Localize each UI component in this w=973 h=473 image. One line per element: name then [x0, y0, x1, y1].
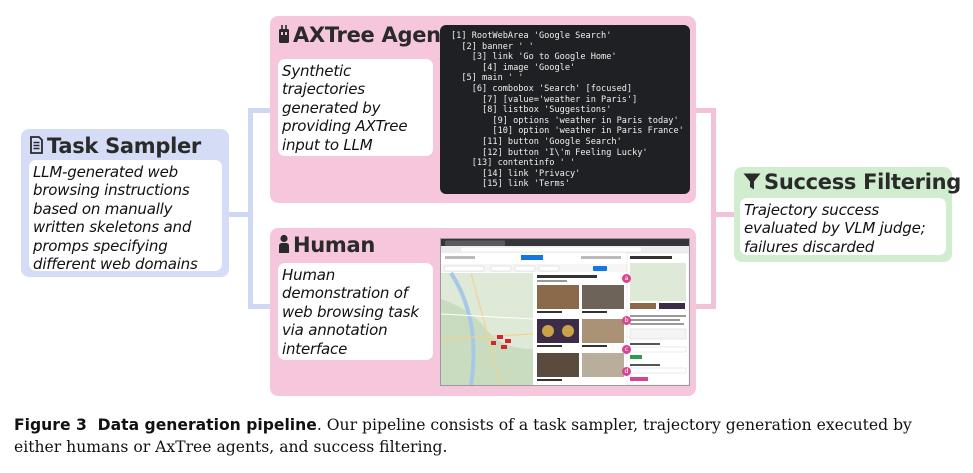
code-line: [5] main ' ': [451, 73, 524, 84]
connector-from-human: [696, 304, 714, 309]
marker-c: c: [622, 345, 631, 354]
success-filtering-panel: Success Filtering Trajectory success eva…: [734, 167, 961, 262]
filter-icon: [743, 171, 761, 195]
code-line: [8] listbox 'Suggestions': [451, 105, 612, 116]
marker-a: a: [622, 274, 631, 283]
code-line: [4] image 'Google': [451, 62, 576, 73]
success-filtering-description: Trajectory success evaluated by VLM judg…: [740, 198, 946, 256]
robot-icon: [278, 24, 290, 49]
code-line: [9] options 'weather in Paris today': [451, 115, 679, 126]
code-line: [3] link 'Go to Google Home': [451, 52, 617, 63]
screenshot-graphic: [441, 239, 689, 385]
connector-from-axtree: [696, 108, 714, 113]
code-line: [11] button 'Google Search': [451, 136, 622, 147]
connector-sampler-out: [229, 212, 251, 217]
caption-text: . Our pipeline consists of a task sample…: [14, 416, 912, 456]
connector-to-filter: [711, 212, 734, 217]
code-line: [12] button 'I\'m Feeling Lucky': [451, 147, 648, 158]
code-line: [14] link 'Privacy': [451, 168, 581, 179]
marker-d: d: [622, 367, 631, 376]
code-line: [10] option 'weather in Paris France': [451, 126, 684, 137]
code-line: [15] link 'Terms': [451, 179, 570, 190]
person-icon: [278, 234, 290, 258]
connector-split-vertical: [248, 108, 253, 309]
task-sampler-panel: Task Sampler LLM-generated web browsing …: [21, 129, 229, 277]
code-line: [6] combobox 'Search' [focused]: [451, 83, 633, 94]
human-description: Human demonstration of web browsing task…: [278, 263, 433, 360]
code-line: [1] RootWebArea 'Google Search': [451, 31, 612, 41]
success-filtering-title: Success Filtering: [764, 170, 961, 194]
document-icon: [29, 135, 44, 159]
annotation-interface-screenshot: a b c d: [440, 238, 690, 386]
code-line: [2] banner ' ': [451, 41, 534, 52]
axtree-code-block: [1] RootWebArea 'Google Search' [2] bann…: [440, 25, 690, 194]
connector-merge-vertical: [711, 108, 716, 309]
connector-to-axtree: [248, 108, 270, 113]
task-sampler-description: LLM-generated web browsing instructions …: [29, 160, 222, 273]
figure-title: Data generation pipeline: [97, 416, 317, 434]
human-title: Human: [293, 233, 376, 257]
success-filtering-heading: Success Filtering: [743, 170, 961, 195]
figure-caption: Figure 3 Data generation pipeline. Our p…: [14, 414, 964, 458]
axtree-agent-heading: AXTree Agent: [278, 23, 451, 49]
task-sampler-title: Task Sampler: [47, 134, 201, 158]
marker-b: b: [622, 316, 631, 325]
connector-to-human: [248, 304, 270, 309]
human-heading: Human: [278, 233, 375, 258]
figure-label: Figure 3: [14, 416, 87, 434]
task-sampler-heading: Task Sampler: [29, 134, 201, 159]
code-line: [13] contentinfo ' ': [451, 158, 576, 169]
axtree-agent-description: Synthetic trajectories generated by prov…: [278, 59, 433, 156]
code-line: [7] [value='weather in Paris']: [451, 94, 638, 105]
axtree-agent-title: AXTree Agent: [293, 23, 451, 47]
